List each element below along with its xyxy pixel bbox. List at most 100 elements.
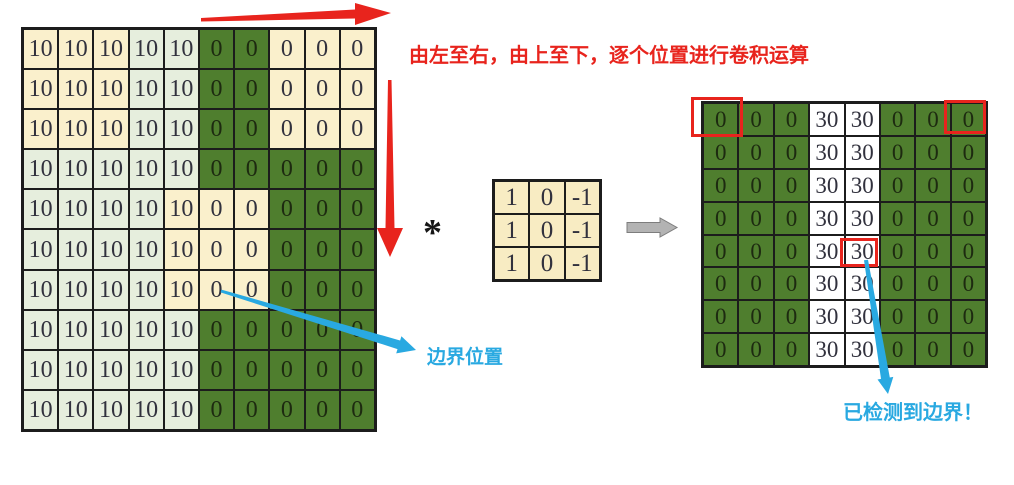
grid-cell: 0 — [198, 229, 235, 270]
grid-cell: 10 — [23, 189, 59, 230]
grid-cell: 0 — [304, 349, 340, 390]
grid-cell: -1 — [564, 181, 600, 214]
edge-detected-label: 已检测到边界！ — [843, 402, 983, 424]
grid-cell: 0 — [234, 109, 270, 150]
grid-cell: 10 — [93, 149, 129, 190]
grid-cell: 10 — [58, 269, 94, 310]
grid-cell: 10 — [58, 309, 94, 350]
grid-cell: 1 — [494, 181, 530, 214]
highlight-box-detected-cell — [840, 238, 878, 267]
grid-cell: 0 — [879, 267, 916, 301]
grid-cell: 10 — [58, 349, 94, 390]
grid-cell: 0 — [234, 189, 270, 230]
grid-cell: 0 — [304, 69, 340, 110]
grid-cell: 10 — [128, 109, 164, 150]
grid-cell: 0 — [234, 349, 270, 390]
grid-cell: 0 — [234, 389, 270, 430]
grid-cell: 10 — [128, 189, 164, 230]
grid-cell: 0 — [339, 229, 375, 270]
grid-cell: 0 — [879, 300, 916, 334]
grid-cell: 0 — [950, 300, 987, 334]
grid-cell: 0 — [304, 269, 340, 310]
grid-cell: 10 — [23, 309, 59, 350]
grid-cell: 0 — [234, 269, 270, 310]
grid-cell: 10 — [128, 349, 164, 390]
grid-cell: 10 — [128, 229, 164, 270]
grid-cell: 30 — [844, 168, 880, 202]
grid-cell: 10 — [23, 229, 59, 270]
grid-cell: 0 — [703, 333, 739, 367]
grid-cell: 0 — [304, 309, 340, 350]
grid-cell: 0 — [773, 300, 810, 334]
grid-cell: 10 — [163, 389, 199, 430]
grid-cell: 0 — [234, 69, 270, 110]
grid-cell: 0 — [773, 333, 810, 367]
grid-cell: 10 — [58, 229, 94, 270]
grid-cell: 10 — [163, 309, 199, 350]
grid-cell: 10 — [128, 29, 164, 70]
grid-cell: 0 — [915, 267, 951, 301]
grid-cell: 0 — [773, 267, 810, 301]
grid-cell: 0 — [773, 201, 810, 235]
grid-cell: 0 — [773, 135, 810, 169]
grid-cell: 10 — [23, 69, 59, 110]
grid-cell: 0 — [304, 389, 340, 430]
grid-cell: 10 — [93, 229, 129, 270]
grid-cell: 0 — [915, 168, 951, 202]
grid-cell: 0 — [703, 135, 739, 169]
grid-cell: 0 — [879, 333, 916, 367]
grid-cell: 0 — [738, 201, 774, 235]
scan-right-arrow-icon — [201, 3, 391, 25]
grid-cell: 0 — [339, 269, 375, 310]
grid-cell: 0 — [269, 389, 305, 430]
grid-cell: 0 — [703, 103, 739, 136]
grid-cell: 10 — [23, 349, 59, 390]
grid-cell: 0 — [339, 29, 375, 70]
grid-cell: 0 — [703, 201, 739, 235]
grid-cell: 0 — [950, 333, 987, 367]
boundary-position-label: 边界位置 — [427, 347, 504, 368]
grid-cell: 0 — [339, 149, 375, 190]
grid-cell: 0 — [738, 300, 774, 334]
grid-cell: 0 — [529, 247, 565, 280]
convolution-operator: * — [423, 212, 442, 254]
grid-cell: 10 — [58, 29, 94, 70]
grid-cell: 10 — [23, 29, 59, 70]
grid-cell: 0 — [269, 149, 305, 190]
grid-cell: 0 — [915, 300, 951, 334]
grid-cell: 0 — [950, 135, 987, 169]
grid-cell: 10 — [93, 309, 129, 350]
grid-cell: 10 — [163, 349, 199, 390]
grid-cell: 0 — [879, 135, 916, 169]
grid-cell: 30 — [809, 234, 845, 268]
grid-cell: 30 — [809, 333, 845, 367]
grid-cell: 0 — [269, 109, 305, 150]
grid-cell: 0 — [269, 189, 305, 230]
grid-cell: 0 — [198, 29, 235, 70]
grid-cell: 1 — [494, 247, 530, 280]
grid-cell: 0 — [234, 29, 270, 70]
grid-cell: 0 — [304, 149, 340, 190]
grid-cell: 0 — [198, 109, 235, 150]
grid-cell: 0 — [773, 103, 810, 136]
grid-cell: 0 — [198, 269, 235, 310]
grid-cell: 30 — [809, 300, 845, 334]
grid-cell: 0 — [269, 29, 305, 70]
grid-cell: 0 — [529, 181, 565, 214]
grid-cell: 0 — [269, 69, 305, 110]
grid-cell: 0 — [738, 267, 774, 301]
grid-cell: 0 — [198, 389, 235, 430]
grid-cell: 0 — [198, 69, 235, 110]
grid-cell: 30 — [809, 267, 845, 301]
grid-cell: 0 — [879, 201, 916, 235]
grid-cell: 10 — [128, 69, 164, 110]
grid-cell: 10 — [128, 309, 164, 350]
scan-direction-note: 由左至右，由上至下，逐个位置进行卷积运算 — [409, 45, 809, 67]
grid-cell: 10 — [93, 269, 129, 310]
grid-cell: 0 — [773, 234, 810, 268]
grid-cell: 10 — [23, 109, 59, 150]
grid-cell: 10 — [128, 389, 164, 430]
